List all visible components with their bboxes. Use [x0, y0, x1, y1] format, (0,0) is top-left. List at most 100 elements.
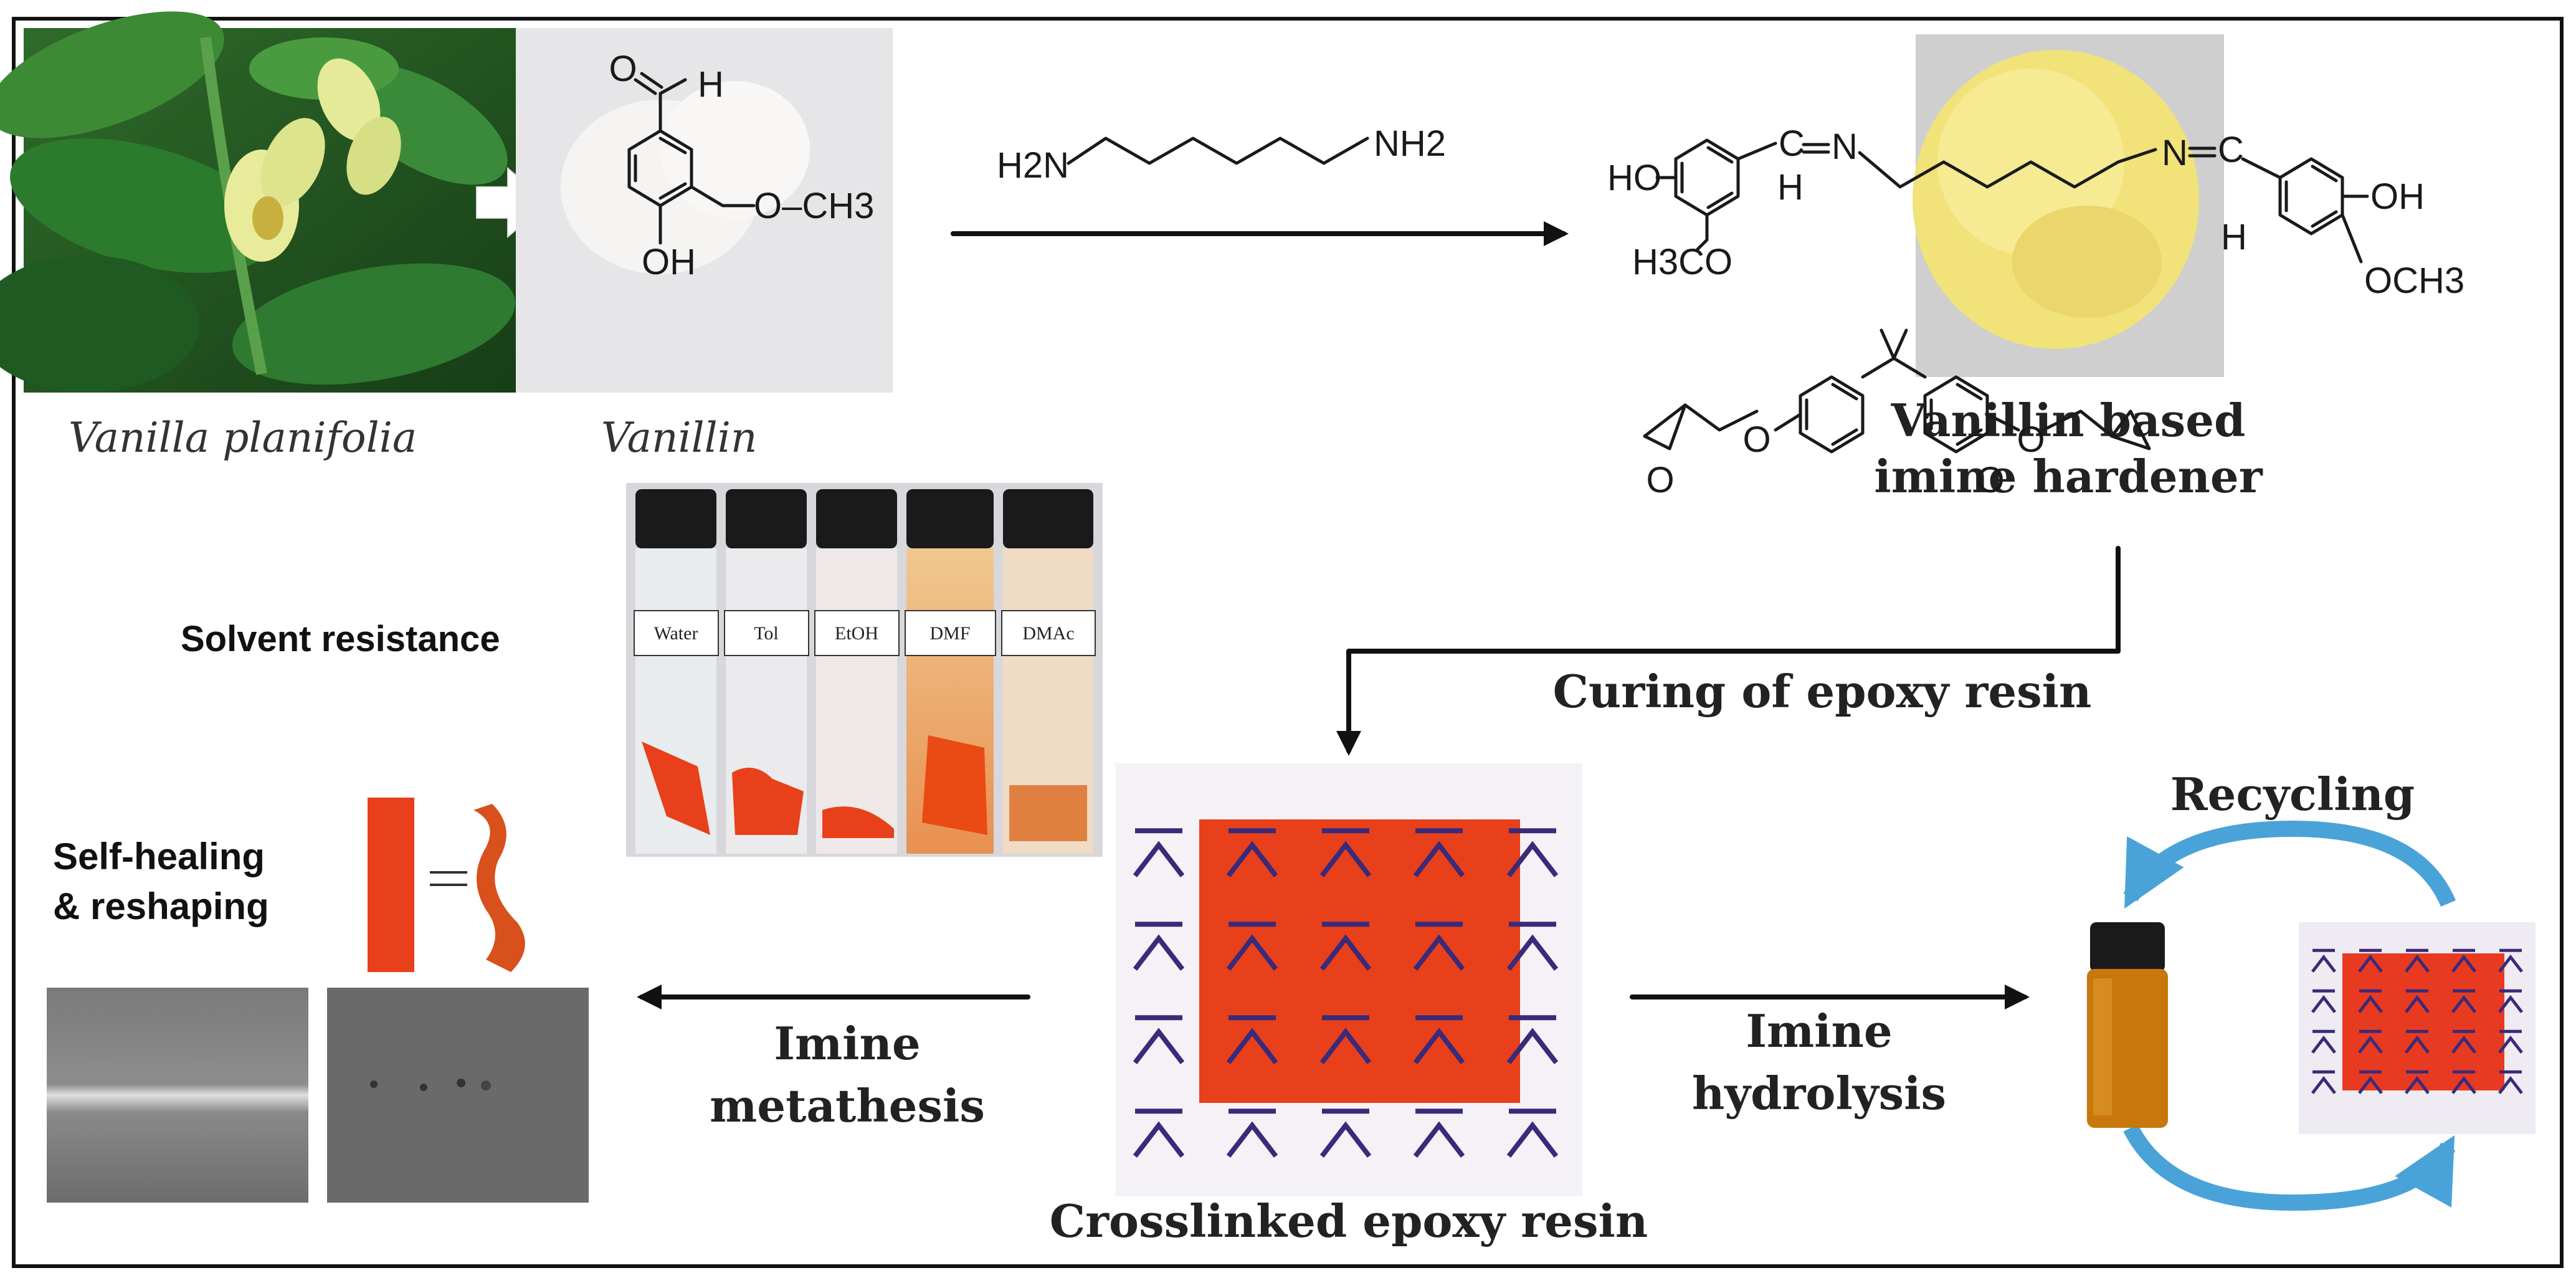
- chevron-mark: [2498, 1035, 2523, 1054]
- crosslinked-resin-photo: [1115, 763, 1582, 1196]
- vanilla-plant-photo: [0, 11, 516, 393]
- svg-text:OH: OH: [642, 242, 696, 282]
- chevron-mark: [2405, 1076, 2430, 1094]
- svg-text:C: C: [2218, 130, 2244, 170]
- chevron-mark: [2311, 1076, 2336, 1094]
- chevron-mark: [1319, 934, 1372, 971]
- chevron-mark: [2358, 1035, 2383, 1054]
- chevron-mark: [2498, 954, 2523, 973]
- recycle-arrow-top: [2123, 820, 2456, 909]
- recycled-tag-marks: [2311, 948, 2523, 1094]
- vial-label-dmac: DMAc: [1022, 623, 1074, 644]
- hardener-structure: HO H3CO C N H N C H OH OCH3: [1607, 123, 2464, 301]
- svg-text:N: N: [1832, 126, 1858, 167]
- svg-text:O: O: [609, 49, 637, 89]
- chevron-mark: [1506, 1028, 1559, 1064]
- svg-text:H3CO: H3CO: [1632, 242, 1732, 282]
- vial-dmac: [1003, 489, 1093, 854]
- hexanediamine-structure: H2N NH2: [997, 123, 1446, 186]
- svg-text:HO: HO: [1607, 158, 1661, 198]
- chevron-mark: [1319, 1028, 1372, 1064]
- chevron-mark: [1226, 1121, 1278, 1158]
- vial-label-tol: Tol: [754, 623, 779, 644]
- metathesis-label-line2: metathesis: [710, 1079, 985, 1132]
- recycled-resin-photo: [2299, 922, 2536, 1134]
- svg-text:O–CH3: O–CH3: [754, 186, 874, 226]
- svg-text:H2N: H2N: [997, 145, 1069, 186]
- sem-images: [47, 988, 589, 1203]
- hardener-caption-line2: imine hardener: [1874, 450, 2263, 503]
- hydrolysis-label-line2: hydrolysis: [1692, 1067, 1946, 1120]
- vial-label-water: Water: [654, 623, 698, 644]
- self-healing-label-line2: & reshaping: [53, 885, 269, 927]
- vanillin-structure: O H O–CH3 OH: [609, 49, 874, 282]
- chevron-mark: [1413, 1028, 1465, 1064]
- chevron-mark: [2451, 954, 2476, 973]
- chevron-mark: [1413, 1121, 1465, 1158]
- vial-labels: Water Tol EtOH DMF DMAc: [634, 610, 1096, 656]
- vanilla-plant-caption: Vanilla planifolia: [69, 414, 417, 462]
- chevron-mark: [2405, 1035, 2430, 1054]
- svg-text:OH: OH: [2370, 176, 2425, 217]
- svg-text:N: N: [2162, 133, 2188, 173]
- recycle-arrow-bottom: [2123, 1123, 2456, 1211]
- resin-tag-marks: [1133, 828, 1559, 1158]
- chevron-mark: [1319, 1121, 1372, 1158]
- svg-text:H: H: [2221, 217, 2247, 257]
- svg-text:H: H: [698, 64, 724, 105]
- chevron-mark: [1133, 841, 1185, 877]
- svg-text:O: O: [1646, 460, 1674, 500]
- metathesis-label-line1: Imine: [774, 1017, 920, 1070]
- chevron-mark: [2451, 1035, 2476, 1054]
- chevron-mark: [1413, 841, 1465, 877]
- crosslinked-caption: Crosslinked epoxy resin: [1050, 1195, 1648, 1247]
- chevron-mark: [2311, 1035, 2336, 1054]
- vanillin-photo: [516, 28, 893, 393]
- chevron-mark: [2358, 954, 2383, 973]
- curing-arrow: [1336, 546, 2121, 756]
- chevron-mark: [1506, 934, 1559, 971]
- recycling-label: Recycling: [2170, 768, 2415, 821]
- self-healing-label-line1: Self-healing: [53, 836, 265, 877]
- hardener-powder-photo: [1913, 34, 2224, 377]
- svg-text:C: C: [1779, 123, 1805, 164]
- vial-label-etoh: EtOH: [835, 623, 878, 644]
- hardener-caption-line1: Vanillin based: [1891, 394, 2246, 447]
- chevron-mark: [2498, 994, 2523, 1013]
- chevron-mark: [1226, 841, 1278, 877]
- solvent-resistance-label: Solvent resistance: [181, 619, 500, 659]
- vial-water: [635, 489, 716, 854]
- vial-label-dmf: DMF: [929, 623, 970, 644]
- chevron-mark: [2405, 994, 2430, 1013]
- chevron-mark: [1133, 1028, 1185, 1064]
- chevron-mark: [1133, 934, 1185, 971]
- chevron-mark: [2311, 994, 2336, 1013]
- solvent-vials-photo: [626, 483, 1103, 857]
- hydrolysis-label-line1: Imine: [1746, 1004, 1892, 1057]
- chevron-mark: [1506, 1121, 1559, 1158]
- svg-text:NH2: NH2: [1374, 123, 1446, 164]
- vanillin-caption: Vanillin: [601, 414, 757, 462]
- svg-text:H: H: [1777, 167, 1804, 207]
- chevron-mark: [1226, 934, 1278, 971]
- chevron-mark: [1226, 1028, 1278, 1064]
- chevron-mark: [2358, 1076, 2383, 1094]
- chevron-mark: [1413, 934, 1465, 971]
- chevron-mark: [1506, 841, 1559, 877]
- recycled-solution-vial: [2087, 922, 2168, 1128]
- chevron-mark: [1133, 1121, 1185, 1158]
- svg-text:O: O: [1742, 419, 1770, 460]
- chevron-mark: [2451, 994, 2476, 1013]
- reshaping-photo: [368, 798, 525, 972]
- chevron-mark: [2405, 954, 2430, 973]
- chevron-mark: [2358, 994, 2383, 1013]
- curing-label: Curing of epoxy resin: [1553, 665, 2092, 718]
- vial-toluene: [726, 489, 807, 854]
- vial-dmf: [906, 489, 994, 854]
- svg-text:OCH3: OCH3: [2364, 260, 2464, 301]
- chevron-mark: [2451, 1076, 2476, 1094]
- chevron-mark: [2498, 1076, 2523, 1094]
- vial-ethanol: [816, 489, 897, 854]
- svg-text:O: O: [1976, 460, 2004, 500]
